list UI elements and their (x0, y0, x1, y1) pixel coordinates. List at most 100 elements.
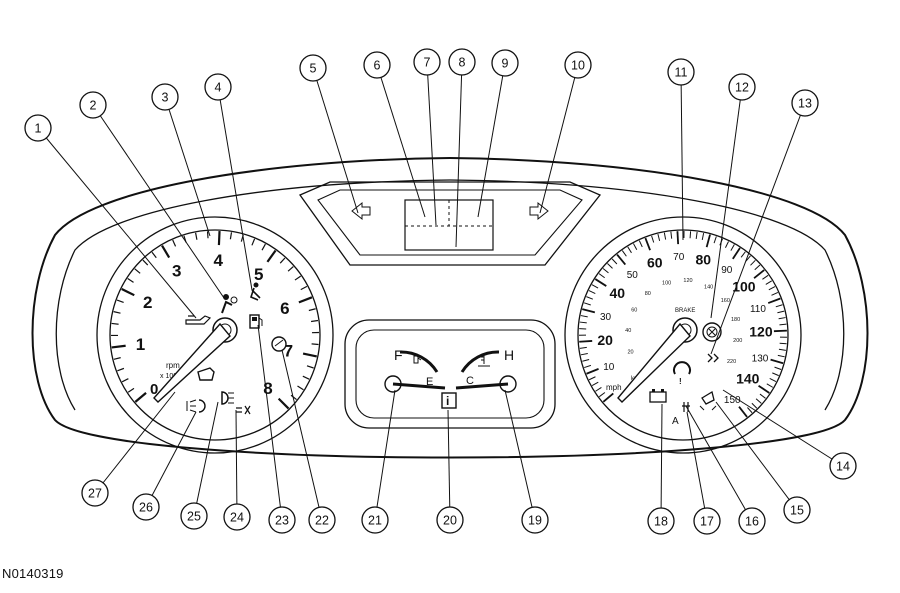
front-fog-lamp-icon (236, 406, 250, 414)
speedo-mph-number: 100 (732, 278, 756, 294)
display-housing-outer (300, 182, 600, 265)
speedo-tick (702, 233, 703, 240)
speedo-tick (780, 343, 787, 344)
speedo-tick (739, 407, 747, 417)
speedo-tick (777, 311, 784, 313)
speedo-tick (725, 241, 728, 247)
tach-tick (262, 244, 265, 250)
tach-number: 1 (136, 335, 145, 354)
speedo-tick (617, 255, 625, 265)
speedo-tick (603, 268, 608, 272)
tach-tick (307, 366, 314, 368)
speedo-mph-number: 20 (597, 332, 613, 348)
speedo-tick (582, 309, 595, 312)
speedo-mph-number: 70 (673, 252, 685, 263)
right-turn-arrow-icon (530, 203, 548, 219)
temp-hot-label: H (504, 347, 514, 363)
speedo-tick (658, 234, 660, 241)
tach-tick (297, 386, 303, 390)
callout-number: 11 (675, 66, 688, 80)
callout-number: 2 (90, 99, 97, 113)
abs-warning-icon (703, 323, 721, 341)
speedo-kmh-number: 200 (733, 338, 742, 344)
battery-icon (650, 389, 666, 402)
speedo-kmh-number: 100 (662, 280, 671, 286)
leader-line (95, 392, 175, 493)
leader-line (236, 410, 237, 517)
speedo-tick (750, 260, 755, 265)
callout-number: 25 (187, 510, 201, 524)
auto-hold-label: A (672, 416, 679, 427)
tach-tick (311, 321, 318, 322)
callout-number: 18 (654, 515, 668, 529)
speedo-tick (779, 349, 786, 350)
tach-tick (117, 300, 124, 302)
callout-number: 1 (35, 122, 42, 136)
callout-number: 26 (139, 501, 153, 515)
speedo-kmh-number: 60 (631, 308, 637, 314)
tach-tick (252, 239, 255, 245)
tach-tick (122, 289, 135, 295)
fuel-full-label: F (394, 347, 403, 363)
callout-number: 9 (502, 57, 509, 71)
figure-id: N0140319 (2, 566, 64, 581)
leader-line (258, 325, 282, 520)
speedo-kmh-number: 20 (627, 350, 633, 356)
speedo-mph-number: 90 (721, 265, 733, 276)
leader-line (711, 103, 805, 354)
tach-zero-partial: 0 (150, 381, 158, 398)
speedo-tick (645, 238, 650, 250)
callout-number: 8 (459, 56, 466, 70)
outer-bezel (33, 158, 868, 458)
speedo-tick (592, 382, 598, 385)
speedo-tick (603, 393, 613, 401)
callout-number: 16 (745, 515, 759, 529)
speedo-tick (768, 299, 780, 304)
speedo-tick (752, 403, 757, 408)
tach-tick (299, 297, 312, 302)
callout-number: 24 (230, 511, 244, 525)
speedo-tick (612, 259, 617, 264)
speedo-tick (696, 232, 697, 239)
left-turn-arrow-icon (352, 203, 370, 219)
tach-tick (135, 269, 140, 273)
speedo-tick (599, 274, 605, 278)
tach-tick (114, 312, 121, 314)
speedo-kmh-number: 180 (731, 317, 740, 323)
speedo-tick (671, 232, 672, 239)
rear-fog-lamp-icon (187, 400, 205, 412)
speedo-tick (622, 251, 626, 257)
tach-number: 3 (172, 261, 181, 280)
speedo-tick (762, 275, 768, 279)
info-icon: i (446, 394, 449, 408)
callout-number: 3 (162, 91, 169, 105)
speedo-tick (589, 291, 595, 294)
tach-tick (208, 231, 209, 238)
speedo-tick (607, 264, 612, 269)
leader-line (686, 406, 752, 521)
speedo-tick (628, 247, 632, 253)
tach-number: 5 (254, 265, 263, 284)
speedo-tick (771, 360, 784, 364)
speedo-tick (766, 281, 772, 285)
tach-tick (267, 250, 275, 261)
seatbelt-icon (251, 283, 260, 301)
speedo-tick (589, 377, 595, 380)
speedo-mph-number: 10 (603, 362, 615, 373)
callout-number: 22 (315, 514, 329, 528)
speedo-tick (772, 292, 778, 295)
speedo-mph-number: 30 (600, 312, 612, 323)
leader-line (505, 390, 535, 520)
speedo-tick (778, 355, 785, 356)
tach-tick (301, 286, 307, 289)
leader-line (377, 65, 425, 217)
tach-tick (122, 379, 128, 382)
speedo-tick (714, 236, 716, 243)
tach-tick (143, 260, 148, 265)
speedo-mph-label: mph (606, 383, 622, 392)
leader-line (194, 402, 218, 516)
callout-number: 15 (790, 504, 804, 518)
speedo-tick (596, 387, 602, 391)
speedo-kmh-number: 220 (727, 359, 736, 365)
speedo-mph-number: 150 (724, 395, 741, 406)
